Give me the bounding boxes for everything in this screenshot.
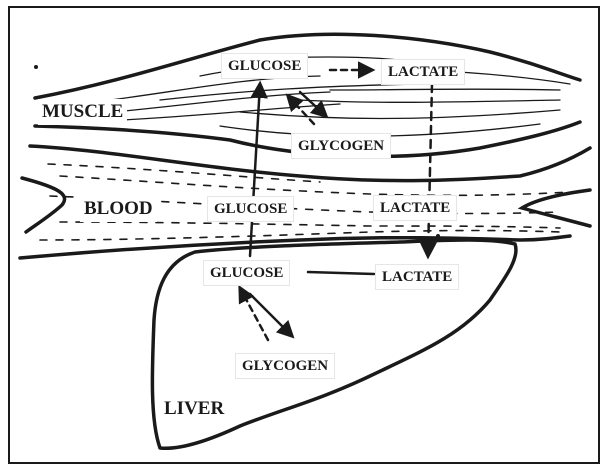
muscle-lactate-label: LACTATE xyxy=(382,60,464,84)
liver-lactate-label: LACTATE xyxy=(376,265,458,289)
blood-glucose-label: GLUCOSE xyxy=(208,197,293,221)
muscle-glucose-label: GLUCOSE xyxy=(222,54,307,78)
blood-label: BLOOD xyxy=(80,196,157,222)
liver-label: LIVER xyxy=(160,396,228,422)
muscle-label: MUSCLE xyxy=(38,99,127,125)
blood-lactate-label: LACTATE xyxy=(374,196,456,220)
muscle-glycogen-label: GLYCOGEN xyxy=(292,134,390,158)
liver-glucose-label: GLUCOSE xyxy=(204,261,289,285)
stray-dot xyxy=(436,234,440,238)
liver-glycogen-label: GLYCOGEN xyxy=(236,354,334,378)
stray-dot xyxy=(34,65,38,69)
